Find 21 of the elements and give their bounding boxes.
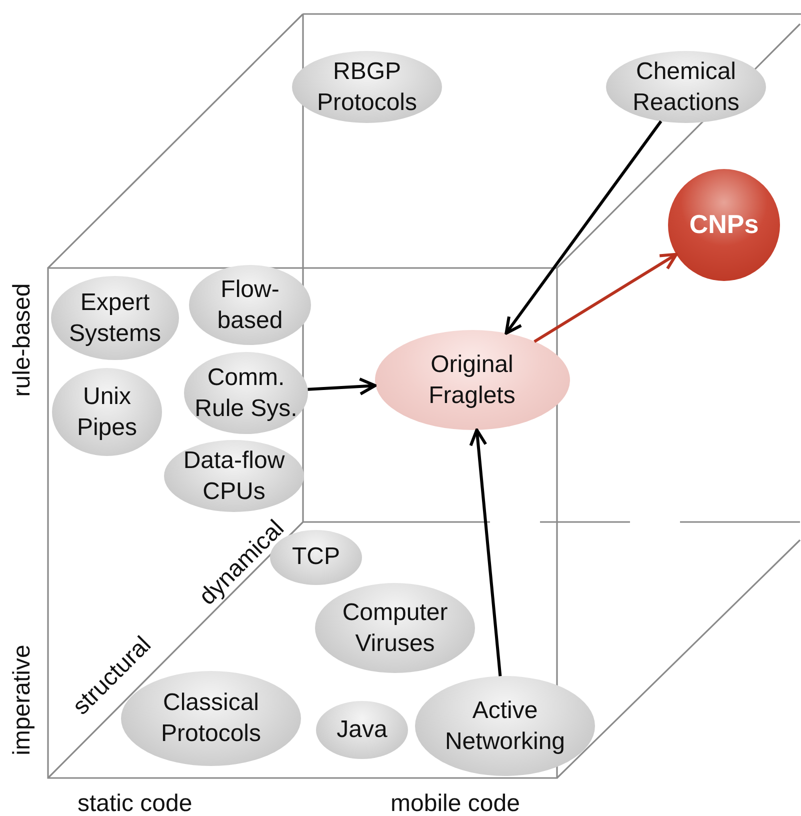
arrow [308,377,377,396]
node-label: Active Networking [444,696,566,757]
node-label: Classical Protocols [160,688,262,749]
axis-label: imperative [8,644,36,756]
arrow [469,428,502,676]
node-label: Unix Pipes [76,382,138,443]
axis-label: static code [78,790,192,816]
axis-label: mobile code [390,790,520,816]
axis-label: rule-based [8,283,36,397]
arrow [504,120,662,335]
node-label: Original Fraglets [428,350,516,411]
node-label: CNPs [688,208,760,242]
node-label: Expert Systems [68,288,162,349]
node-label: Java [336,715,388,746]
node-label: Chemical Reactions [632,56,740,118]
node-label: TCP [291,542,341,572]
arrow [534,252,678,343]
node-label: Comm. Rule Sys. [194,362,298,424]
node-label: RBGP Protocols [316,56,418,118]
node-label: Computer Viruses [341,598,449,659]
node-label: Flow-based [216,274,284,336]
